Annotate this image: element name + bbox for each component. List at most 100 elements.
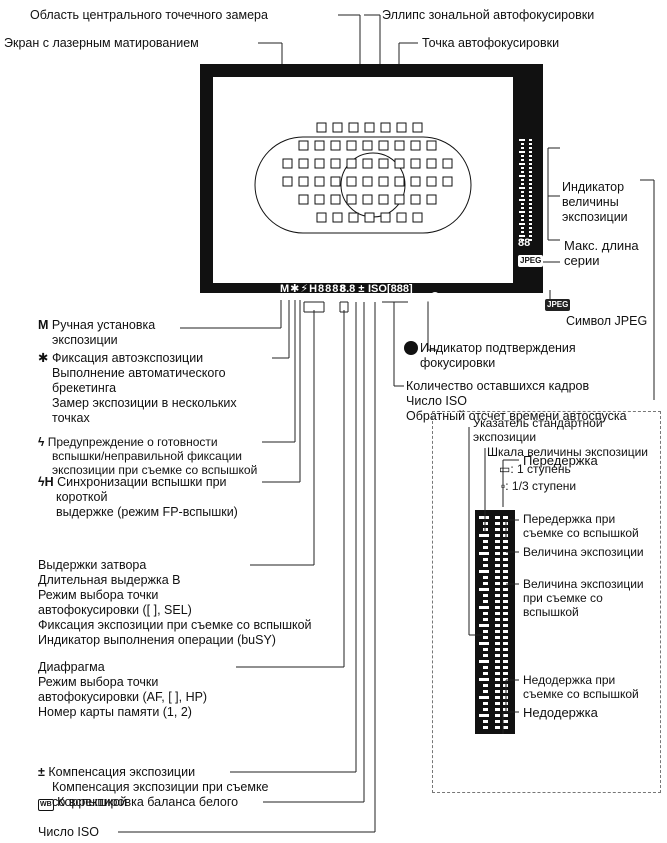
exposure-tick xyxy=(521,215,524,217)
af-point-box xyxy=(316,122,327,133)
af-point-box xyxy=(314,176,325,187)
exposure-tick xyxy=(529,203,532,205)
exposure-tick xyxy=(529,167,532,169)
exposure-scale-inset: Указатель стандартной экспозиции Шкала в… xyxy=(432,411,661,793)
af-point-box xyxy=(394,176,405,187)
label-manual-exposure: M Ручная установка экспозиции xyxy=(38,318,156,347)
exposure-tick xyxy=(529,227,532,229)
exposure-tick xyxy=(529,147,532,149)
af-point-box xyxy=(298,194,309,205)
inset-tick xyxy=(483,726,488,729)
inset-tick xyxy=(495,684,500,687)
af-point-box xyxy=(396,122,407,133)
af-point-box xyxy=(330,194,341,205)
af-point-box xyxy=(330,176,341,187)
inset-tick xyxy=(483,582,488,585)
inset-tick xyxy=(503,564,508,567)
inset-tick xyxy=(495,666,500,669)
status-right: ISO[888] xyxy=(368,283,413,295)
label-exposure-indicator: Индикатор величины экспозиции xyxy=(562,180,628,224)
exposure-tick xyxy=(521,143,524,145)
inset-tick xyxy=(503,600,508,603)
exposure-tick xyxy=(521,203,524,205)
inset-tick xyxy=(503,672,508,675)
af-point-box xyxy=(442,158,453,169)
exposure-tick xyxy=(521,191,524,193)
exposure-tick xyxy=(521,219,524,221)
exposure-tick xyxy=(529,139,532,141)
label-standard-index: Указатель стандартной экспозиции xyxy=(473,416,603,444)
inset-tick xyxy=(503,624,508,627)
wb-icon: WB xyxy=(38,799,54,811)
inset-tick xyxy=(495,588,500,591)
inset-tick xyxy=(495,660,500,663)
inset-tick xyxy=(503,594,508,597)
inset-tick xyxy=(483,594,488,597)
inset-tick xyxy=(479,534,489,537)
inset-tick xyxy=(479,516,489,519)
label-ae-lock: ✱ Фиксация автоэкспозиции Выполнение авт… xyxy=(38,351,237,425)
inset-tick xyxy=(479,588,489,591)
exposure-tick xyxy=(519,151,525,153)
af-point-box xyxy=(298,176,309,187)
af-point-box xyxy=(314,194,325,205)
inset-tick xyxy=(495,594,500,597)
inset-tick xyxy=(483,708,488,711)
inset-tick xyxy=(503,516,508,519)
af-point-box xyxy=(330,158,341,169)
star-icon: ✱ xyxy=(38,351,49,365)
status-mid: 8.8 ± xyxy=(340,283,365,295)
exposure-tick xyxy=(529,163,532,165)
af-point-box xyxy=(410,158,421,169)
label-flash-under: Недодержка при съемке со вспышкой xyxy=(523,673,639,701)
exposure-tick xyxy=(519,139,525,141)
inset-tick xyxy=(495,654,500,657)
inset-tick xyxy=(483,558,488,561)
label-wb-correction: WB Корректировка баланса белого xyxy=(38,795,239,811)
exposure-tick xyxy=(521,183,524,185)
af-point-box xyxy=(410,176,421,187)
inset-tick xyxy=(503,618,508,621)
inset-tick xyxy=(479,642,489,645)
inset-tick xyxy=(483,690,488,693)
inset-tick xyxy=(483,540,488,543)
inset-tick xyxy=(495,552,500,555)
af-point-box xyxy=(364,212,375,223)
af-point-box xyxy=(362,140,373,151)
inset-tick xyxy=(483,666,488,669)
inset-tick xyxy=(495,600,500,603)
af-point-box xyxy=(410,140,421,151)
exposure-tick xyxy=(519,175,525,177)
label-laser-screen: Экран с лазерным матированием xyxy=(4,36,199,50)
label-center-metering: Область центрального точечного замера xyxy=(30,8,268,22)
inset-tick xyxy=(503,666,508,669)
label-max-burst: Макс. длина серии xyxy=(564,238,639,268)
af-point-box xyxy=(412,122,423,133)
inset-tick xyxy=(503,642,508,645)
exposure-tick xyxy=(529,235,532,237)
exposure-tick xyxy=(521,171,524,173)
inset-tick xyxy=(495,708,500,711)
inset-tick xyxy=(495,540,500,543)
exposure-tick xyxy=(521,167,524,169)
inset-tick xyxy=(503,546,508,549)
inset-tick xyxy=(495,696,500,699)
inset-tick xyxy=(479,714,489,717)
inset-tick xyxy=(483,612,488,615)
exposure-tick xyxy=(519,199,525,201)
inset-tick xyxy=(483,654,488,657)
af-point-box xyxy=(442,176,453,187)
inset-tick xyxy=(503,612,508,615)
af-point-box xyxy=(378,176,389,187)
inset-tick xyxy=(495,648,500,651)
af-point-box xyxy=(364,122,375,133)
exposure-tick xyxy=(529,239,532,241)
inset-tick xyxy=(495,612,500,615)
af-point-box xyxy=(282,158,293,169)
inset-tick xyxy=(503,678,508,681)
inset-tick xyxy=(495,576,500,579)
af-point-box xyxy=(298,158,309,169)
inset-tick xyxy=(479,678,489,681)
af-area-graphic xyxy=(254,122,472,234)
af-point-box xyxy=(346,194,357,205)
